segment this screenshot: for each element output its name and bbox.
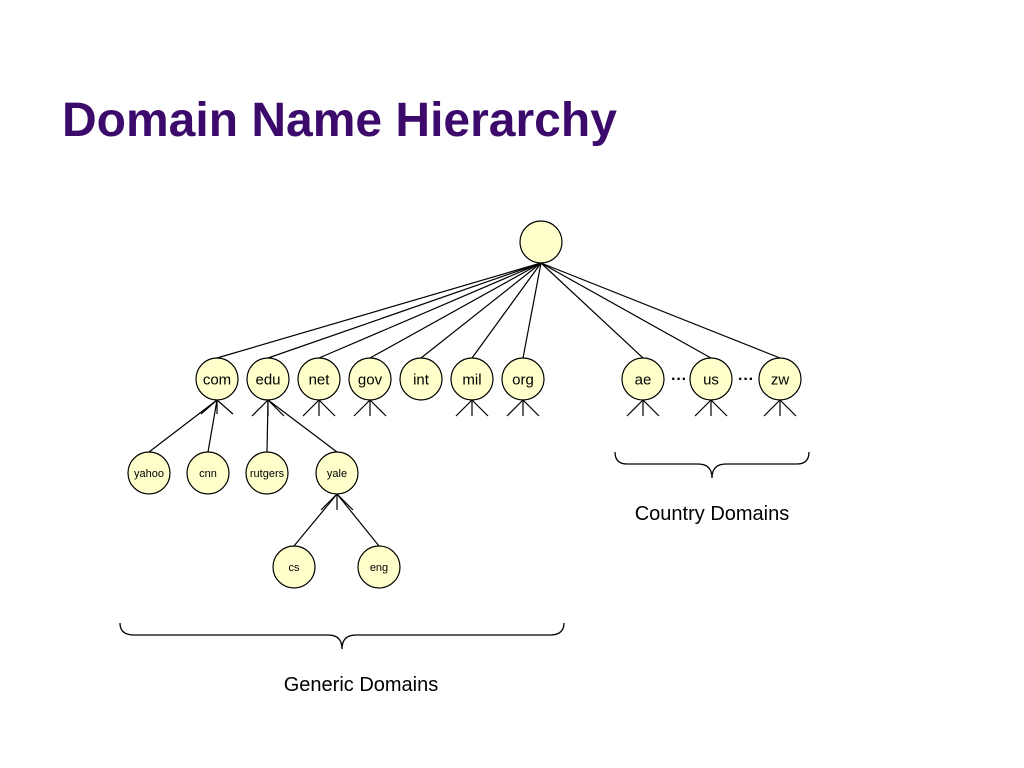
stub-us-left [694,399,712,417]
node-circle [357,545,401,589]
node-label: int [413,371,430,388]
node-circle [621,357,665,401]
stub-zw-right [779,399,797,417]
node-circle [450,357,494,401]
subtree-stubs [200,399,797,511]
tree-edges [148,262,781,547]
country-domains-brace [614,451,810,479]
node-eng: eng [357,545,401,589]
node-circle [689,357,733,401]
edge-root-us [540,262,712,359]
node-circle [297,357,341,401]
node-circle [758,357,802,401]
stub-net-left [302,399,320,417]
edge-yale-eng [336,493,380,547]
node-zw: zw [758,357,802,401]
node-label: cs [289,562,301,574]
node-mil: mil [450,357,494,401]
edge-root-org [522,262,542,359]
node-label: eng [370,562,388,574]
node-circle [127,451,171,495]
node-org: org [501,357,545,401]
node-label: cnn [199,468,217,480]
stub-com-right [216,399,234,415]
stub-com-left [200,399,218,415]
stub-edu-right [267,399,285,417]
node-circle [272,545,316,589]
edge-root-zw [540,262,781,359]
node-label: yahoo [134,468,164,480]
edge-root-net [318,262,542,359]
node-circle [245,451,289,495]
node-circle [186,451,230,495]
edge-root-com [216,262,542,359]
node-yahoo: yahoo [127,451,171,495]
node-label: com [203,371,231,388]
node-int: int [399,357,443,401]
node-label: us [703,371,719,388]
node-label: yale [327,468,347,480]
edge-yale-cs [293,493,338,547]
edge-root-int [420,262,542,359]
slide-title: Domain Name Hierarchy [62,94,617,147]
stub-mil-right [471,399,489,417]
stub-yale-right [336,493,354,511]
node-edu: edu [246,357,290,401]
node-net: net [297,357,341,401]
node-label: net [309,371,331,388]
node-circle [246,357,290,401]
node-yale: yale [315,451,359,495]
node-cnn: cnn [186,451,230,495]
node-label: gov [358,371,383,388]
stub-net-right [318,399,336,417]
node-label: org [512,371,534,388]
node-label: edu [255,371,280,388]
node-us: us [689,357,733,401]
stub-us-right [710,399,728,417]
node-ae: ae [621,357,665,401]
stub-gov-left [353,399,371,417]
stub-mil-left [455,399,473,417]
ellipsis-us-zw: ··· [738,371,754,388]
node-circle [399,357,443,401]
node-rutgers: rutgers [245,451,289,495]
generic-domains-label: Generic Domains [284,674,439,696]
stub-edu-left [251,399,269,417]
stub-zw-left [763,399,781,417]
edge-com-cnn [207,399,218,453]
edge-root-mil [471,262,542,359]
node-circle [501,357,545,401]
tree-nodes: com edu net gov int mil org ae us zw yahoo cnn rutge… [127,220,802,589]
node-cs: cs [272,545,316,589]
generic-domains-brace [119,622,565,650]
edge-root-edu [267,262,542,359]
ellipsis-ae-us: ··· [671,371,687,388]
node-gov: gov [348,357,392,401]
edge-edu-yale [267,399,338,453]
node-label: zw [771,371,790,388]
node-circle [348,357,392,401]
stub-ae-left [626,399,644,417]
stub-org-right [522,399,540,417]
edge-root-gov [369,262,542,359]
node-circle [195,357,239,401]
stub-yale-left [320,493,338,511]
node-circle [315,451,359,495]
edge-root-ae [540,262,644,359]
node-label: ae [635,371,652,388]
node-com: com [195,357,239,401]
country-domains-label: Country Domains [635,503,790,525]
node-label: rutgers [250,468,285,480]
stub-org-left [506,399,524,417]
stub-gov-right [369,399,387,417]
node-label: mil [462,371,481,388]
node-root [519,220,563,264]
stub-ae-right [642,399,660,417]
edge-com-yahoo [148,399,218,453]
node-circle [519,220,563,264]
